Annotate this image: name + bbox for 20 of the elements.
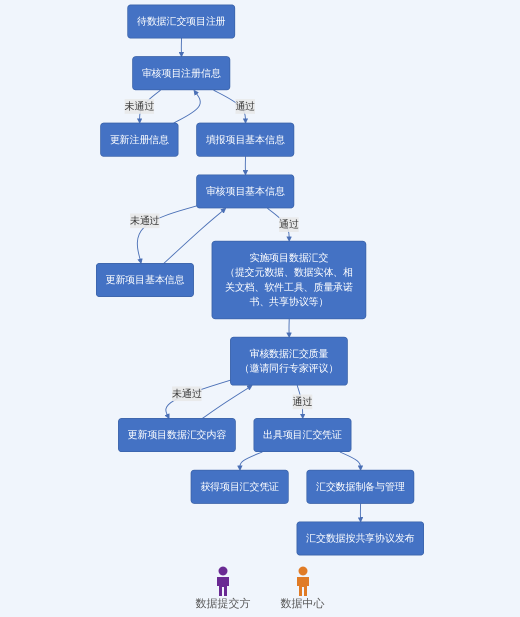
edge-label: 未通过 bbox=[124, 100, 154, 112]
arrow bbox=[172, 90, 201, 124]
edge-label: 通过 bbox=[292, 396, 312, 408]
arrow bbox=[237, 452, 263, 471]
edge-label: 通过 bbox=[235, 100, 256, 112]
arrow bbox=[163, 208, 226, 264]
edge-label: 未通过 bbox=[172, 388, 202, 400]
arrow bbox=[242, 156, 248, 176]
edge-label: 未通过 bbox=[130, 214, 160, 226]
arrow bbox=[340, 452, 364, 471]
legend-label: 数据提交方 bbox=[196, 596, 250, 611]
arrow bbox=[358, 503, 364, 522]
legend-label: 数据中心 bbox=[280, 596, 324, 611]
arrow bbox=[201, 385, 252, 420]
arrow bbox=[286, 318, 292, 338]
arrow bbox=[178, 38, 184, 58]
arrow bbox=[213, 90, 248, 124]
arrow bbox=[296, 385, 306, 420]
arrow bbox=[164, 380, 232, 420]
edge-label: 通过 bbox=[279, 218, 299, 230]
